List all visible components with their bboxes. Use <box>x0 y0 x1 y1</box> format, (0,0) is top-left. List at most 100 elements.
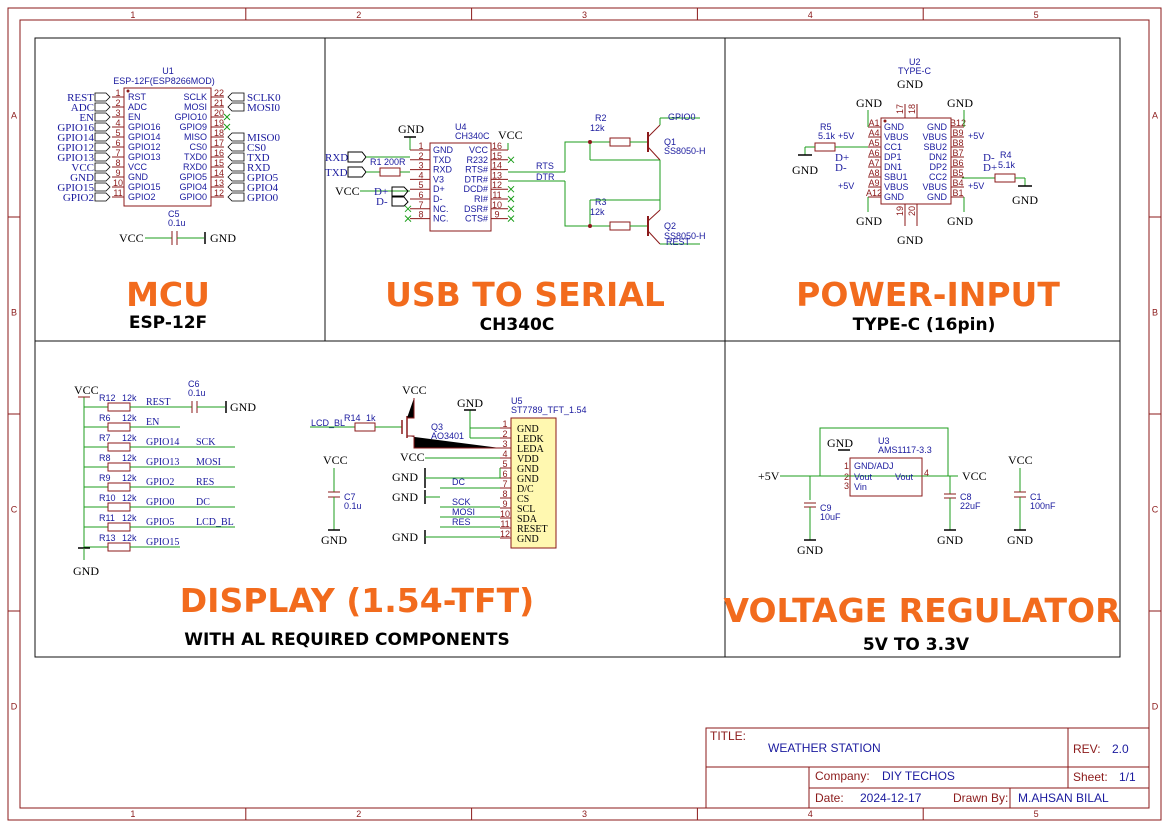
u2-bot-num: 20 <box>907 206 917 216</box>
display-res-right-net: LCD_BL <box>196 517 234 528</box>
display-res-value: 12k <box>122 533 137 543</box>
sheet-label: Sheet: <box>1073 770 1108 784</box>
c7-gnd: GND <box>321 533 347 547</box>
lcd-bl-net: LCD_BL <box>311 418 345 428</box>
r14-value: 1k <box>366 413 376 423</box>
u4-right-num: 11 <box>492 190 501 200</box>
u1-right-net: GPIO5 <box>247 172 279 184</box>
u2-5v-left-b: +5V <box>838 181 854 191</box>
u3-pin2: Vout <box>854 472 873 482</box>
u4-left-pin: NC. <box>433 204 449 214</box>
u4-vcc: VCC <box>498 128 523 142</box>
ruler-row-right: B <box>1152 308 1158 318</box>
u1-left-num: 5 <box>115 128 120 138</box>
u4-left-num: 4 <box>418 170 423 180</box>
u4-left-num: 7 <box>418 200 423 210</box>
u3-n3: 3 <box>844 481 849 491</box>
u1-right-pin: GPIO0 <box>179 192 207 202</box>
u5-pin-num: 7 <box>502 479 507 489</box>
u2-left-num: A5 <box>868 138 879 148</box>
u2-body <box>880 117 952 205</box>
q1-part: SS8050-H <box>664 146 706 156</box>
u1-left-net: GPIO12 <box>57 142 94 154</box>
u5-gnd-b: GND <box>392 490 418 504</box>
usb-rxd-flag: RXD <box>325 152 348 164</box>
u4-right-num: 12 <box>492 180 502 190</box>
u1-right-num: 21 <box>214 98 224 108</box>
u1-left-pin: GPIO2 <box>128 192 156 202</box>
u5-pin: SCL <box>517 504 535 515</box>
u1-left-pin: EN <box>128 112 141 122</box>
usb-txd-flag: TXD <box>325 167 348 179</box>
power-title: POWER-INPUT <box>796 275 1060 314</box>
u5-pin-num: 6 <box>502 469 507 479</box>
u5-ref: U5 <box>511 396 523 406</box>
r14-ref: R14 <box>344 413 361 423</box>
title-block: TITLE: WEATHER STATION REV: 2.0 Company:… <box>705 727 1150 809</box>
u1-right-pin: GPIO5 <box>179 172 207 182</box>
u1-right-num: 17 <box>214 138 224 148</box>
u1-right-net: TXD <box>247 152 270 164</box>
u1-right-net: CS0 <box>247 142 266 154</box>
company-value: DIY TECHOS <box>882 769 955 783</box>
u1-right-num: 14 <box>214 168 224 178</box>
u2-5v-right-b: +5V <box>968 181 984 191</box>
u5-pin: LEDA <box>517 444 544 455</box>
ruler-col-top: 4 <box>808 10 813 20</box>
u4-left-num: 8 <box>418 210 423 220</box>
u1-left-num: 2 <box>115 98 120 108</box>
u1-right-num: 13 <box>214 178 224 188</box>
u5-body <box>510 417 557 549</box>
u2-dp-right: D+ <box>983 162 997 174</box>
c1-gnd: GND <box>1007 533 1033 547</box>
ruler-col-bottom: 4 <box>808 809 813 819</box>
usb-title: USB TO SERIAL <box>385 275 665 314</box>
c6-ref: C6 <box>188 379 200 389</box>
regulator-block: GND U3 AMS1117-3.3 GND/ADJ Vout Vin Vout… <box>758 427 1056 557</box>
u2-bot-gnd: GND <box>897 233 923 247</box>
u5-pin: VDD <box>517 454 539 465</box>
c5-ref: C5 <box>168 209 180 219</box>
u2-left-num: A1 <box>868 118 879 128</box>
u3-gnd: GND <box>827 436 853 450</box>
u1-left-net: GPIO16 <box>57 122 94 134</box>
display-subtitle: WITH AL REQUIRED COMPONENTS <box>184 630 509 650</box>
ruler-row-right: A <box>1152 111 1158 121</box>
drawn-value: M.AHSAN BILAL <box>1018 791 1109 805</box>
u5-pin-num: 9 <box>502 499 507 509</box>
u2-left-pin: GND <box>884 192 905 202</box>
title-value: WEATHER STATION <box>768 741 881 755</box>
u2-left-num: A6 <box>868 148 879 158</box>
u4-right-pin: VCC <box>469 145 489 155</box>
ruler-col-bottom: 5 <box>1034 809 1039 819</box>
u5-pin-num: 8 <box>502 489 507 499</box>
u2-left-pin: VBUS <box>884 182 909 192</box>
u2-gnd-left: GND <box>856 96 882 110</box>
u1-left-net: ADC <box>71 102 94 114</box>
ruler-col-top: 5 <box>1034 10 1039 20</box>
u5-res: RES <box>452 517 471 527</box>
display-res-net: GPIO14 <box>146 437 179 448</box>
u4-gnd: GND <box>398 122 424 136</box>
display-res-net: GPIO2 <box>146 477 174 488</box>
r4-ref: R4 <box>1000 150 1012 160</box>
u4-left-pin: NC. <box>433 214 449 224</box>
display-res-value: 12k <box>122 413 137 423</box>
u1-left-pin: GPIO16 <box>128 122 161 132</box>
display-res-value: 12k <box>122 473 137 483</box>
u5-vcc: VCC <box>400 450 425 464</box>
ruler-row-left: B <box>11 308 17 318</box>
usb-dp-flag: D+ <box>374 186 388 198</box>
u2-left-pin: VBUS <box>884 132 909 142</box>
display-gnd: GND <box>73 564 99 578</box>
u5-sck: SCK <box>452 497 471 507</box>
u5-pin-num: 11 <box>500 519 509 529</box>
mcu-block: U1 ESP-12F(ESP8266MOD) RST1RESTADC2ADCEN… <box>57 66 281 245</box>
c7-ref: C7 <box>344 492 356 502</box>
u5-dc: DC <box>452 477 465 487</box>
u2-right-pin: CC2 <box>929 172 947 182</box>
c5-vcc: VCC <box>119 231 144 245</box>
r4-value: 5.1k <box>998 160 1016 170</box>
u4-right-pin: R232 <box>466 155 488 165</box>
display-res-value: 12k <box>122 453 137 463</box>
